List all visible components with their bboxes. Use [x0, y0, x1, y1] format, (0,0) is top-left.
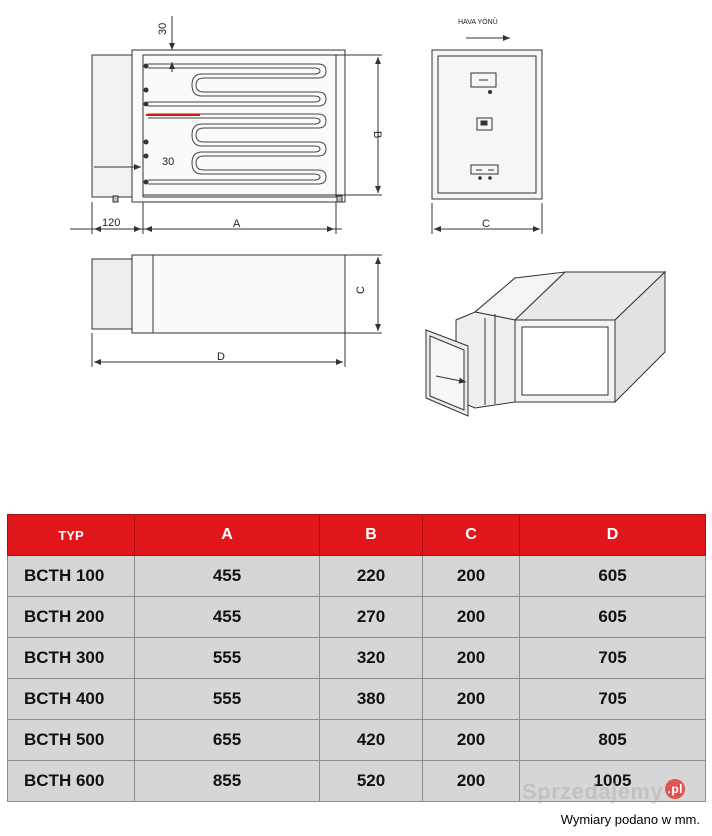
cell-typ: BCTH 500: [7, 719, 135, 761]
column-header-d: D: [519, 514, 706, 556]
air-direction-label: HAVA YÖNÜ: [458, 18, 498, 26]
heating-coil: [148, 63, 327, 185]
cell-typ: BCTH 400: [7, 678, 135, 720]
isometric-view: [425, 270, 667, 417]
table-row: BCTH 300 555 320 200 705: [7, 637, 706, 679]
dim-left-30: 30: [162, 156, 174, 168]
cell-b: 320: [319, 637, 423, 679]
cell-c: 200: [422, 760, 520, 802]
cell-a: 655: [134, 719, 320, 761]
dim-flange-120: 120: [102, 217, 120, 229]
watermark-suffix: .pl: [665, 779, 686, 799]
front-view: [70, 16, 382, 234]
dimensions-table: TYP A B C D BCTH 100 455 220 200 605 BCT…: [7, 514, 706, 802]
cell-b: 220: [319, 555, 423, 597]
cell-c: 200: [422, 555, 520, 597]
cell-a: 555: [134, 637, 320, 679]
cell-d: 605: [519, 555, 706, 597]
cell-c: 200: [422, 637, 520, 679]
cell-a: 555: [134, 678, 320, 720]
column-header-c: C: [422, 514, 520, 556]
dim-a-label: A: [233, 218, 241, 230]
cell-a: 855: [134, 760, 320, 802]
cell-typ: BCTH 300: [7, 637, 135, 679]
cell-b: 380: [319, 678, 423, 720]
watermark-logo: Sprzedajemy.pl: [522, 779, 686, 805]
cell-b: 520: [319, 760, 423, 802]
table-row: BCTH 200 455 270 200 605: [7, 596, 706, 638]
cell-d: 705: [519, 637, 706, 679]
cell-c: 200: [422, 678, 520, 720]
table-row: BCTH 400 555 380 200 705: [7, 678, 706, 720]
column-header-b: B: [319, 514, 423, 556]
table-row: BCTH 100 455 220 200 605: [7, 555, 706, 597]
dim-top-30: 30: [157, 23, 169, 35]
cell-c: 200: [422, 596, 520, 638]
cell-typ: BCTH 200: [7, 596, 135, 638]
table-header-row: TYP A B C D: [7, 514, 706, 556]
terminal-dots: [143, 63, 149, 185]
table-row: BCTH 500 655 420 200 805: [7, 719, 706, 761]
units-note: Wymiary podano w mm.: [560, 812, 700, 827]
bottom-dim-d-label: D: [217, 351, 225, 363]
column-header-typ: TYP: [7, 514, 135, 556]
cell-typ: BCTH 600: [7, 760, 135, 802]
cell-b: 420: [319, 719, 423, 761]
cell-d: 605: [519, 596, 706, 638]
bottom-dim-c-label: C: [355, 286, 367, 294]
cell-d: 705: [519, 678, 706, 720]
side-dim-c-label: C: [482, 218, 490, 230]
cell-d: 805: [519, 719, 706, 761]
technical-drawing: 30 30 120 A B HAVA YÖNÜ C C D: [70, 16, 667, 417]
column-header-a: A: [134, 514, 320, 556]
cell-a: 455: [134, 555, 320, 597]
bottom-view: [91, 254, 382, 367]
side-view: [431, 35, 543, 234]
cell-b: 270: [319, 596, 423, 638]
cell-c: 200: [422, 719, 520, 761]
cell-a: 455: [134, 596, 320, 638]
watermark-text: Sprzedajemy: [522, 779, 664, 804]
dim-b-label: B: [371, 131, 383, 138]
cell-typ: BCTH 100: [7, 555, 135, 597]
